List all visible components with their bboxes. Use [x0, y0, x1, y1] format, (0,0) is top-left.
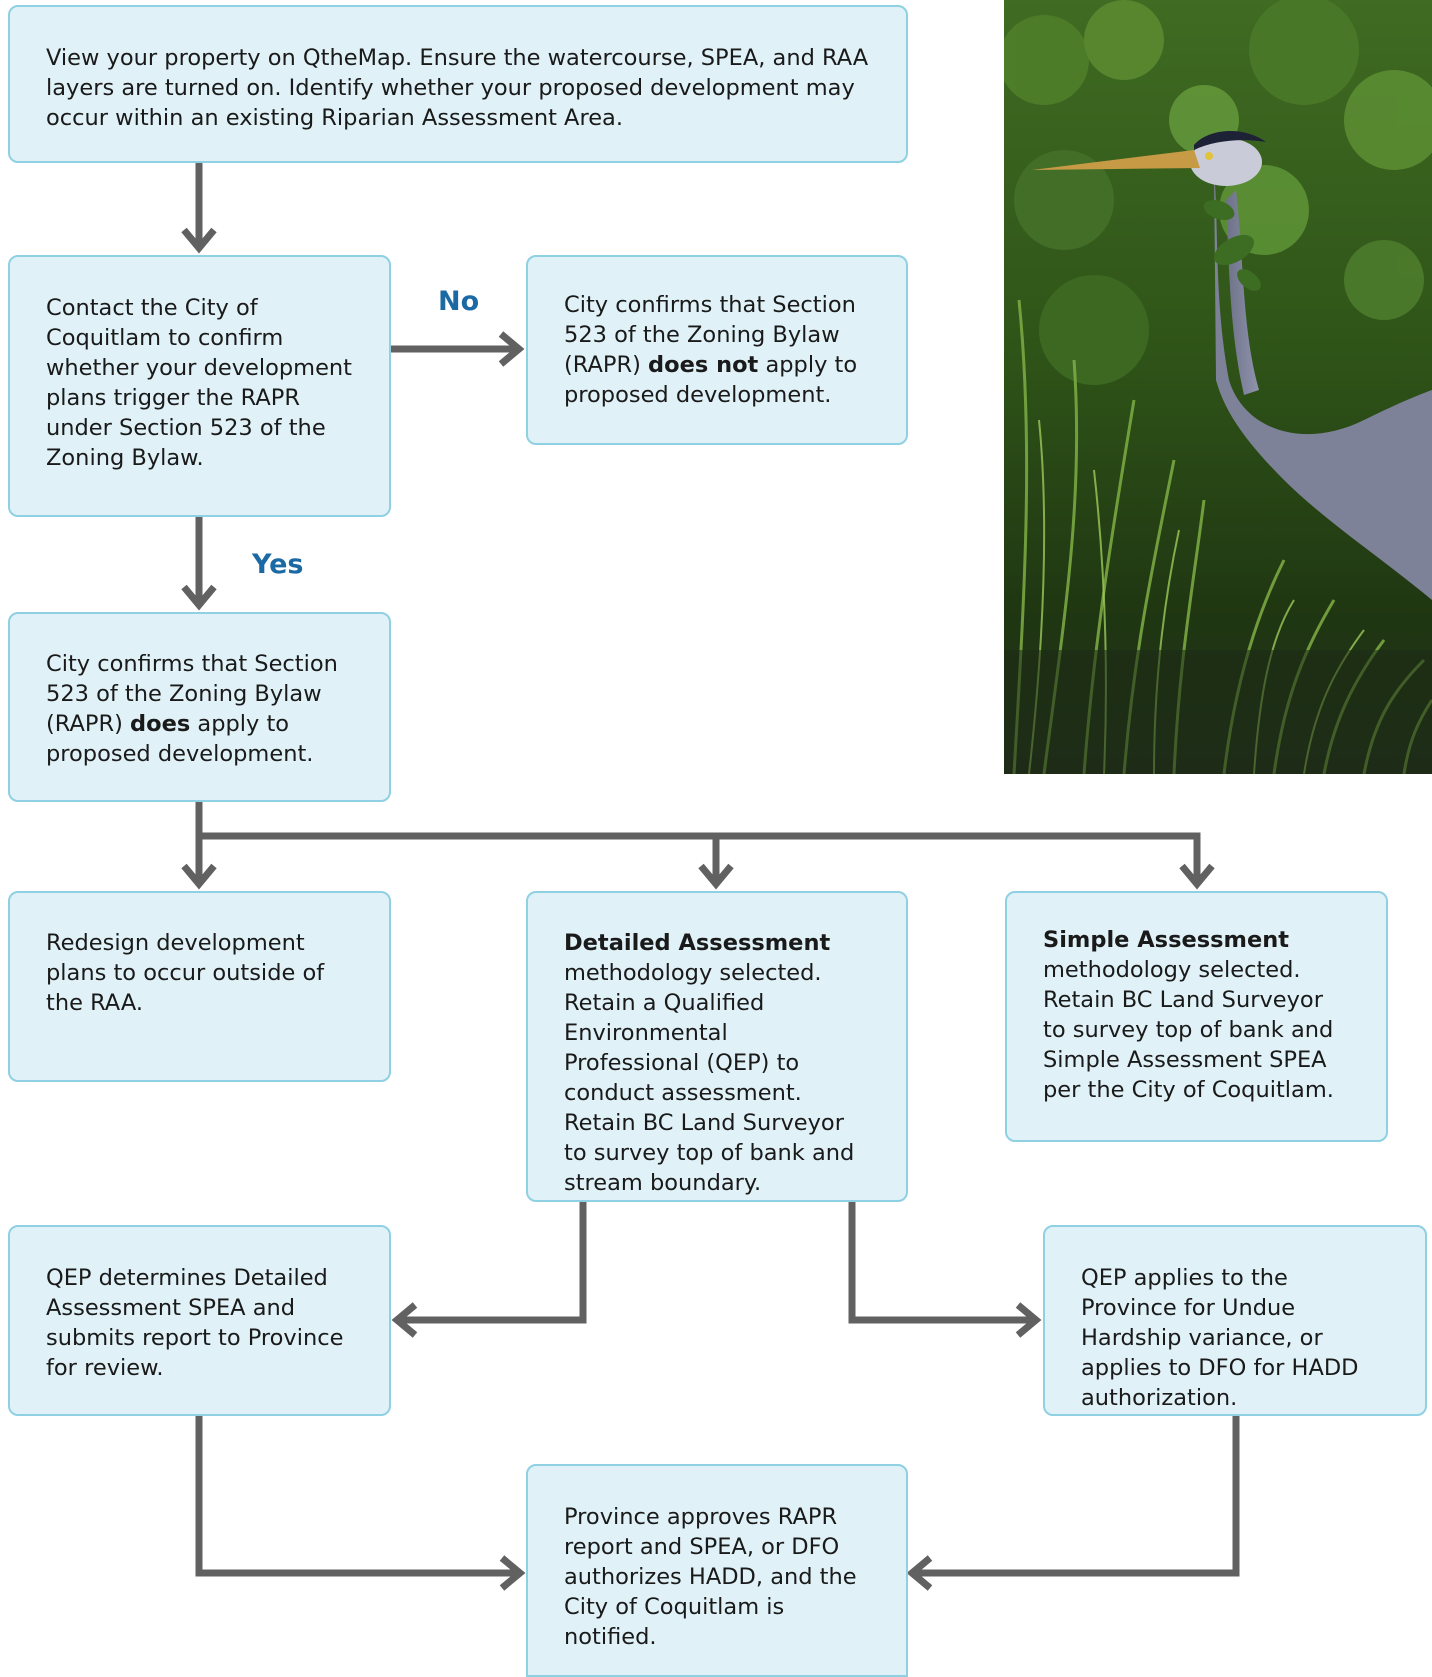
step-view-property-text: View your property on QtheMap. Ensure th…	[46, 45, 869, 131]
arrowhead	[906, 1555, 933, 1591]
step-province-approves-text: Province approves RAPR report and SPEA, …	[564, 1504, 857, 1650]
arrowhead	[1179, 863, 1215, 890]
step-redesign: Redesign development plans to occur outs…	[8, 891, 391, 1082]
heron-photo	[1004, 0, 1432, 774]
arrowhead	[498, 331, 525, 367]
step-does-apply: City confirms that Section 523 of the Zo…	[8, 612, 391, 802]
step-detailed-assessment: Detailed Assessment methodology selected…	[526, 891, 908, 1202]
arrowhead	[181, 584, 217, 611]
label-no: No	[438, 286, 480, 317]
step-qep-applies: QEP applies to the Province for Undue Ha…	[1043, 1225, 1427, 1416]
arrow-qep-determines-to-province	[195, 1416, 520, 1577]
label-yes: Yes	[252, 549, 304, 580]
step-does-not-apply-text: City confirms that Section 523 of the Zo…	[564, 292, 858, 408]
step-contact-city-text: Contact the City of Coquitlam to confirm…	[46, 295, 353, 471]
step-qep-applies-text: QEP applies to the Province for Undue Ha…	[1081, 1265, 1359, 1411]
arrowhead	[181, 863, 217, 890]
step-simple-assessment-text: Simple Assessment methodology selected. …	[1043, 927, 1334, 1103]
arrowhead	[1015, 1302, 1042, 1338]
arrow-detailed-to-qep-applies	[848, 1202, 1036, 1324]
arrowhead	[698, 863, 734, 890]
step-redesign-text: Redesign development plans to occur outs…	[46, 930, 325, 1016]
step-does-apply-text: City confirms that Section 523 of the Zo…	[46, 651, 338, 767]
arrow-branch-bar	[195, 802, 1201, 884]
arrow-detailed-to-qep-determines	[397, 1202, 587, 1324]
arrowhead	[499, 1555, 526, 1591]
step-qep-determines-text: QEP determines Detailed Assessment SPEA …	[46, 1265, 344, 1381]
arrowhead	[181, 227, 217, 254]
arrow-qep-applies-to-province	[912, 1416, 1240, 1577]
step-contact-city: Contact the City of Coquitlam to confirm…	[8, 255, 391, 517]
heron-illustration	[1004, 0, 1432, 774]
step-simple-assessment: Simple Assessment methodology selected. …	[1005, 891, 1388, 1142]
step-does-not-apply: City confirms that Section 523 of the Zo…	[526, 255, 908, 445]
arrowhead	[391, 1302, 418, 1338]
step-province-approves: Province approves RAPR report and SPEA, …	[526, 1464, 908, 1677]
step-detailed-assessment-text: Detailed Assessment methodology selected…	[564, 930, 855, 1196]
step-view-property: View your property on QtheMap. Ensure th…	[8, 5, 908, 163]
step-qep-determines: QEP determines Detailed Assessment SPEA …	[8, 1225, 391, 1416]
